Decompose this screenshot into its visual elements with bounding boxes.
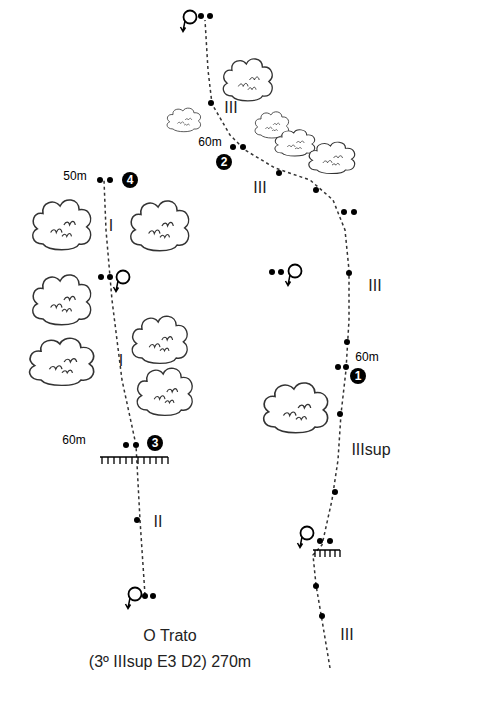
pitch-length: 60m	[62, 434, 85, 446]
grade: III	[368, 278, 381, 294]
grade: III	[253, 180, 266, 196]
callout-number: 3	[152, 437, 159, 449]
route-info: (3º IIIsup E3 D2) 270m	[89, 654, 251, 670]
grade: I	[119, 353, 123, 369]
pitch-length: 50m	[63, 170, 86, 182]
grade: III	[340, 627, 353, 643]
callout-number: 2	[221, 156, 228, 168]
callout-number: 1	[355, 370, 362, 382]
grade: II	[154, 514, 163, 530]
callout-number: 4	[127, 174, 134, 186]
grade: I	[109, 218, 113, 234]
pitch-length: 60m	[355, 351, 378, 363]
route-name: O Trato	[143, 628, 196, 644]
pitch-length: 60m	[198, 136, 221, 148]
grade: IIIsup	[351, 442, 390, 458]
grade: III	[224, 100, 237, 116]
